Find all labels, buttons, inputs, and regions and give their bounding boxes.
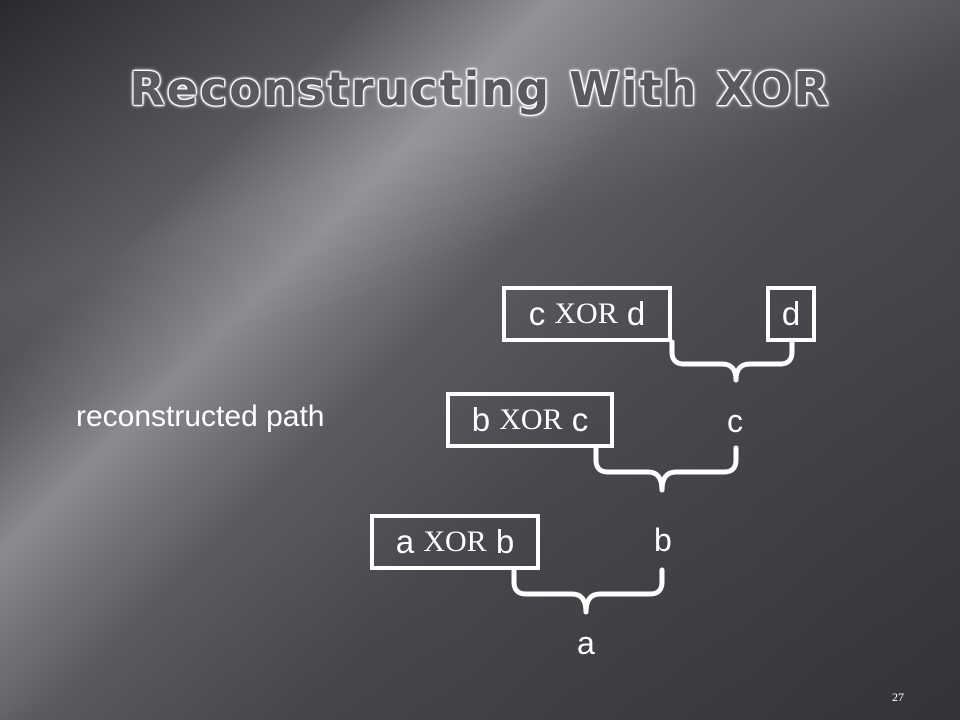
result-b: b bbox=[654, 522, 672, 558]
brace-ab bbox=[511, 567, 665, 615]
slide-title: Reconstructing With XOR bbox=[129, 62, 831, 116]
box-a-xor-b: a XOR b bbox=[370, 514, 540, 570]
page-number: 27 bbox=[892, 690, 904, 704]
box-b-xor-c: b XOR c bbox=[446, 392, 614, 448]
box-b-xor-c-left: b bbox=[471, 401, 491, 438]
box-c-xor-d-right: d bbox=[626, 295, 646, 332]
box-a-xor-b-left: a bbox=[395, 523, 415, 560]
result-a: a bbox=[577, 625, 595, 661]
box-c-xor-d-op: XOR bbox=[554, 297, 618, 330]
brace-cd bbox=[669, 339, 795, 383]
reconstructed-path-label: reconstructed path bbox=[76, 400, 325, 433]
box-d-text: d bbox=[781, 295, 801, 332]
result-c: c bbox=[727, 403, 743, 439]
box-b-xor-c-op: XOR bbox=[499, 403, 563, 436]
box-c-xor-d: c XOR d bbox=[502, 286, 672, 342]
box-b-xor-c-right: c bbox=[571, 401, 589, 438]
brace-bc bbox=[593, 445, 739, 493]
box-a-xor-b-op: XOR bbox=[423, 525, 487, 558]
box-c-xor-d-left: c bbox=[528, 295, 546, 332]
box-a-xor-b-right: b bbox=[495, 523, 515, 560]
